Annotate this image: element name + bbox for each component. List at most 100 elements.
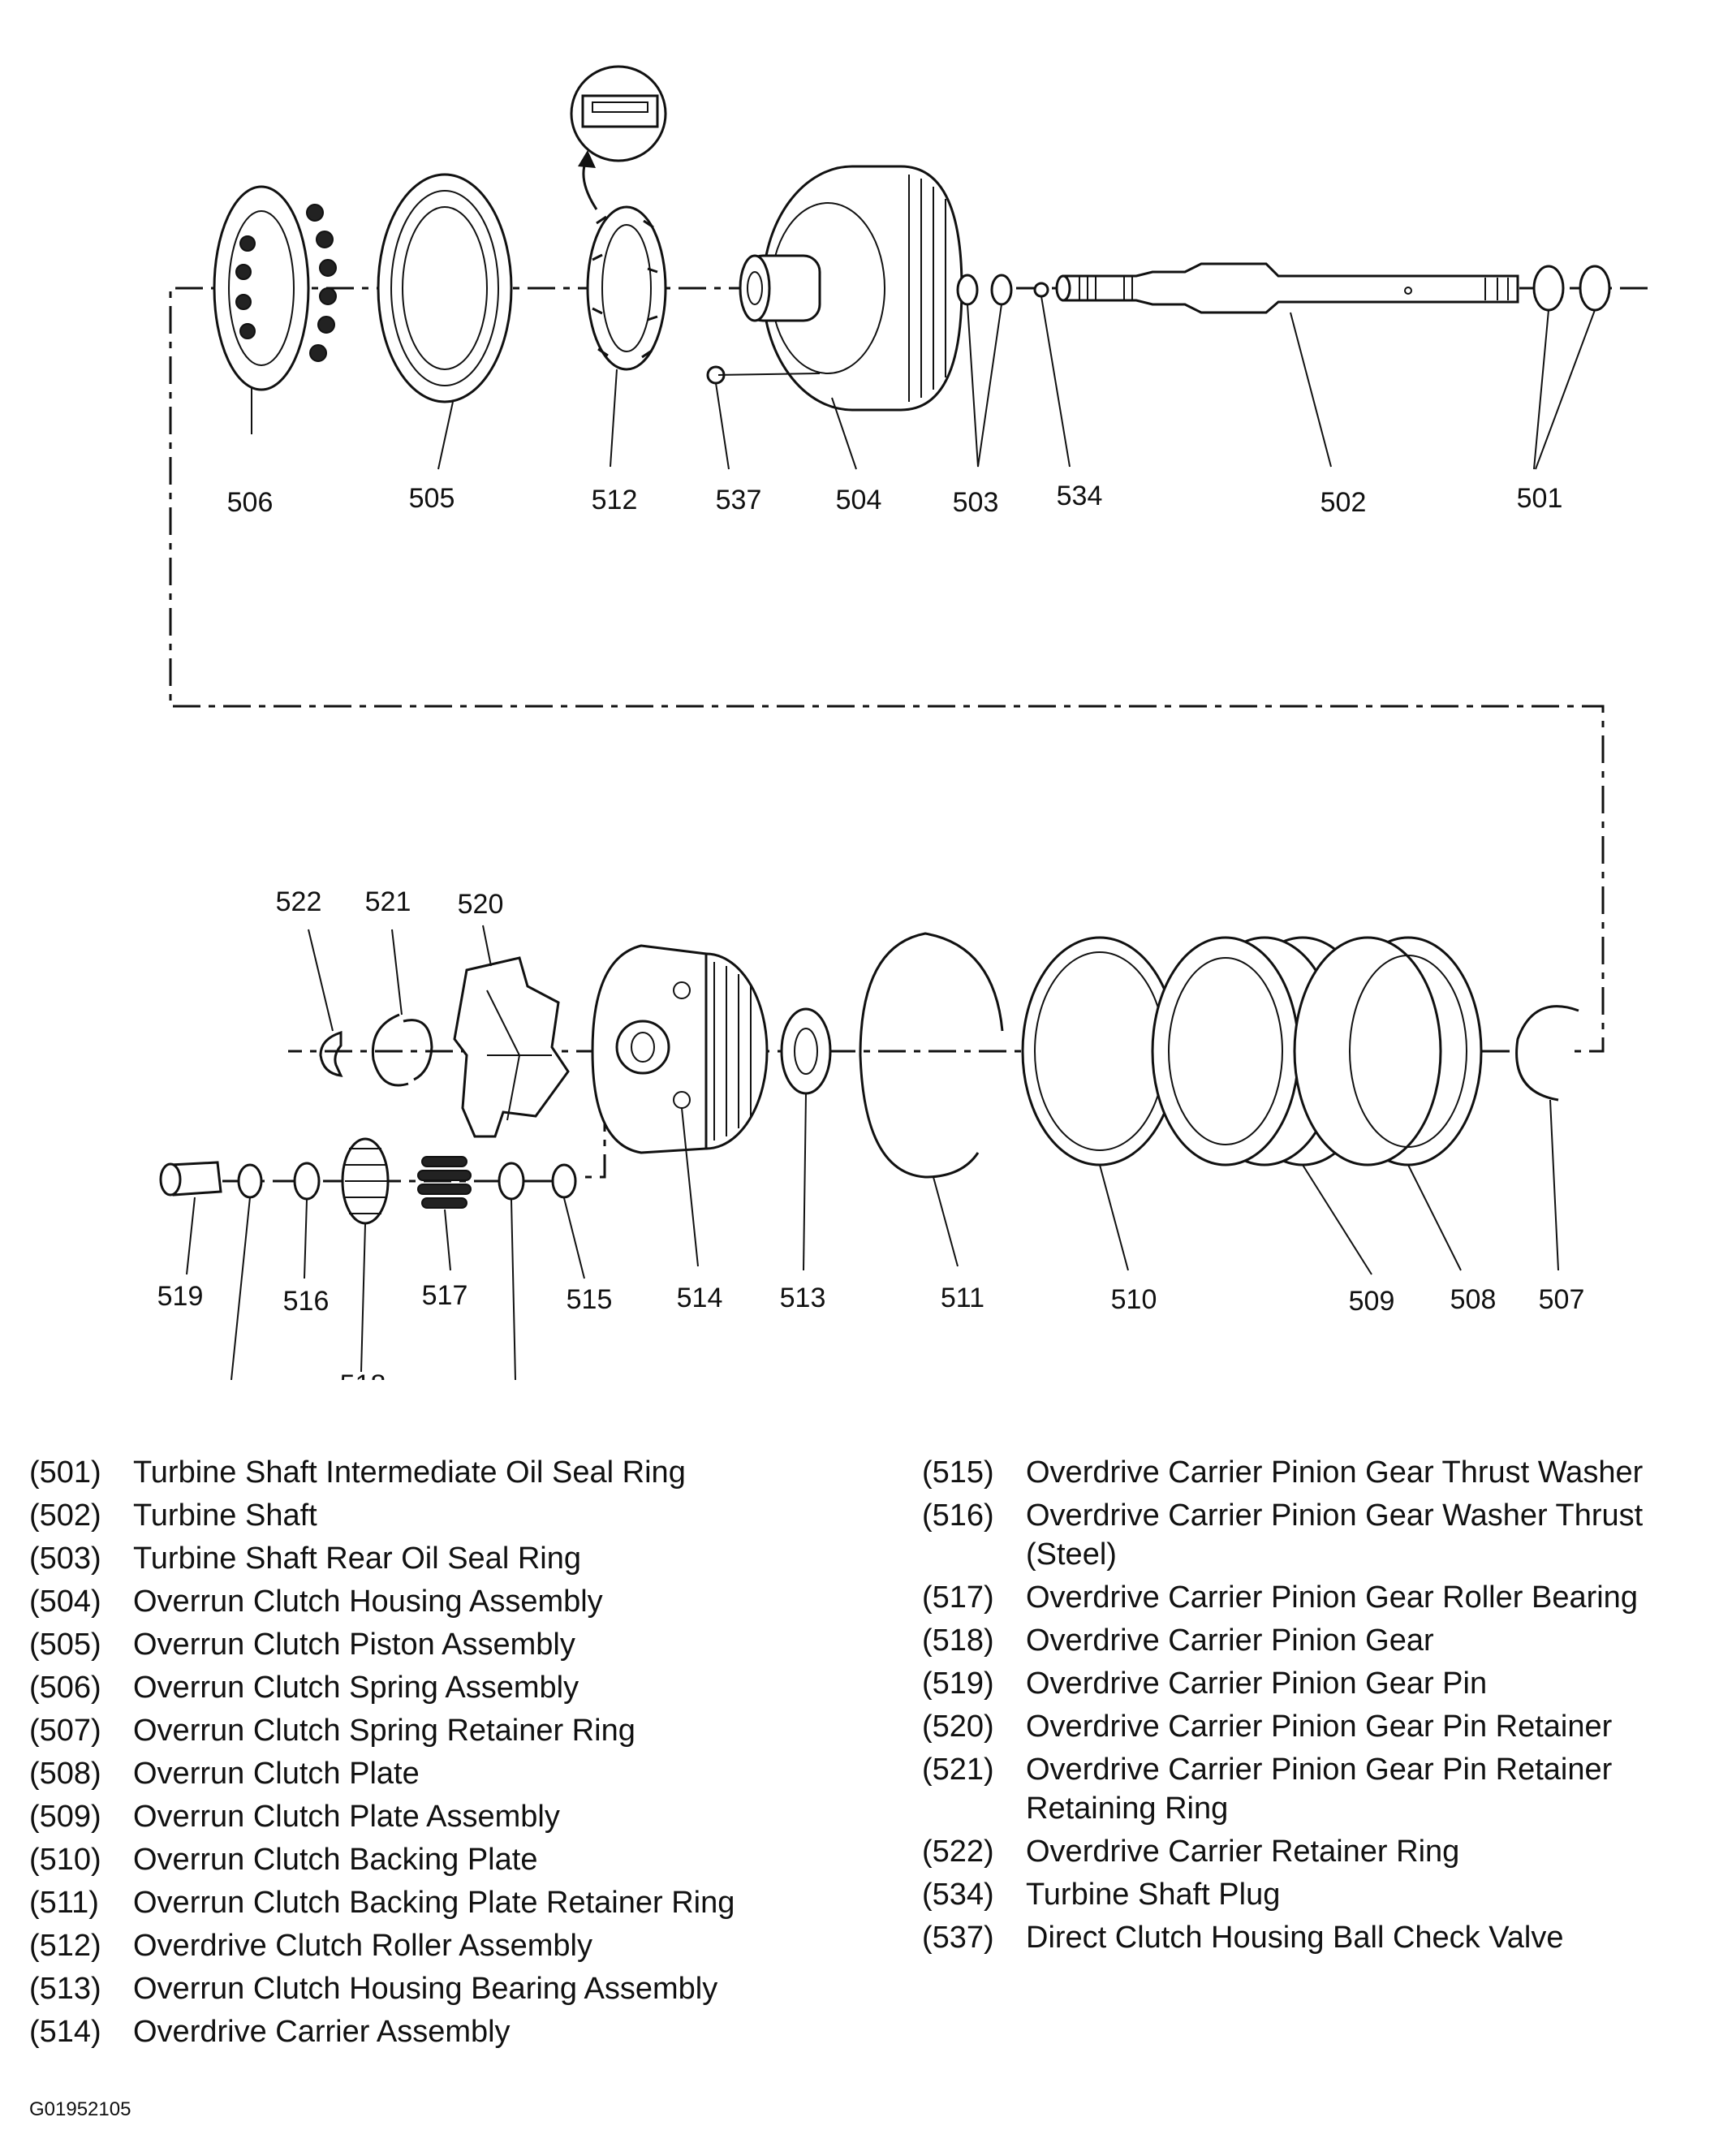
legend-description: Turbine Shaft [133,1498,317,1533]
callout-509: 509 [1349,1286,1395,1317]
legend-number: (507) [29,1714,101,1748]
legend-number: (514) [29,2015,101,2049]
callout-521: 521 [365,886,411,917]
parts-legend: (501)Turbine Shaft Intermediate Oil Seal… [0,1453,1719,2086]
legend-number: (510) [29,1843,101,1877]
legend-number: (501) [29,1455,101,1490]
legend-description: Overdrive Carrier Pinion Gear Roller Bea… [1026,1580,1638,1615]
legend-number: (537) [922,1921,994,1955]
callout-501: 501 [1517,483,1563,514]
callout-514: 514 [677,1283,723,1313]
callout-502: 502 [1320,487,1367,518]
legend-description: Overrun Clutch Housing Bearing Assembly [133,1972,718,2006]
legend-number: (522) [922,1835,994,1869]
pinion-gear-518 [341,1137,390,1225]
legend-description: Overdrive Carrier Pinion Gear [1026,1623,1434,1658]
legend-description: Overrun Clutch Piston Assembly [133,1628,575,1662]
legend-description: Turbine Shaft Rear Oil Seal Ring [133,1542,581,1576]
legend-number: (517) [922,1580,994,1615]
pinion-thrust-washer-515b [551,1163,577,1199]
legend-number: (505) [29,1628,101,1662]
legend-item: (537) Direct Clutch Housing Ball Check Va… [922,1918,1701,1957]
legend-number: (511) [29,1886,99,1920]
callout-537: 537 [716,485,762,515]
legend-item: (534) Turbine Shaft Plug [922,1875,1701,1914]
legend-number: (508) [29,1757,101,1791]
legend-description: Overdrive Carrier Pinion Gear Thrust Was… [1026,1455,1644,1490]
callout-506: 506 [227,487,274,518]
legend-item: (510) Overrun Clutch Backing Plate [29,1840,890,1879]
legend-item: (519) Overdrive Carrier Pinion Gear Pin [922,1664,1701,1703]
legend-number: (506) [29,1671,101,1705]
legend-item: (516) Overdrive Carrier Pinion Gear Washe… [922,1496,1701,1574]
legend-item: (520)Overdrive Carrier Pinion Gear Pin R… [922,1707,1701,1746]
pinion-roller-bearing-517 [417,1156,472,1209]
legend-number: (509) [29,1800,101,1834]
callout-522: 522 [276,886,322,917]
turbine-shaft-502 [1055,262,1519,314]
legend-item: (511) Overrun Clutch Backing Plate Retain… [29,1883,890,1922]
callout-518: 518 [340,1369,386,1380]
legend-description: Overrun Clutch Spring Assembly [133,1671,579,1705]
callout-labels: 506 505 512 537 504 503 534 502 501 522 … [157,481,1585,1380]
pinion-gear-pin-retainer-520 [453,956,570,1138]
legend-item: (522)Overdrive Carrier Retainer Ring [922,1832,1701,1871]
pinion-thrust-washer-515a [237,1163,263,1199]
callout-507: 507 [1539,1284,1585,1315]
overrun-clutch-housing-bearing-assembly-513 [780,1007,832,1095]
bottom-leader-lines [186,925,1559,1380]
legend-column-left: (501)Turbine Shaft Intermediate Oil Seal… [29,1453,890,2055]
overrun-clutch-spring-retainer-ring-507 [1515,1005,1579,1102]
callout-511: 511 [941,1283,984,1313]
legend-number: (518) [922,1623,994,1658]
legend-number: (512) [29,1929,101,1963]
pinion-washer-thrust-516a [293,1162,321,1201]
overdrive-carrier-retainer-ring-522 [319,1030,343,1077]
legend-description: Overdrive Carrier Pinion Gear Pin [1026,1667,1488,1701]
legend-description: Overrun Clutch Plate [133,1757,420,1791]
callout-510: 510 [1111,1284,1157,1315]
callout-512: 512 [592,485,638,515]
callout-515-lower: 515 [211,1376,257,1380]
legend-item: (505) Overrun Clutch Piston Assembly [29,1625,890,1664]
legend-item: (514) Overdrive Carrier Assembly [29,2012,890,2051]
pinion-washer-thrust-516b [498,1162,525,1201]
legend-item: (512)Overdrive Clutch Roller Assembly [29,1926,890,1965]
legend-description: Overrun Clutch Backing Plate Retainer Ri… [133,1886,735,1920]
legend-description: Overdrive Carrier Assembly [133,2015,511,2049]
turbine-shaft-plug-534 [1033,282,1049,298]
overdrive-carrier-assembly-514 [591,944,769,1154]
legend-number: (516) [922,1498,994,1533]
legend-description: Overrun Clutch Plate Assembly [133,1800,560,1834]
legend-number: (534) [922,1878,994,1912]
legend-item: (521)Overdrive Carrier Pinion Gear Pin R… [922,1750,1701,1828]
callout-519: 519 [157,1281,204,1312]
turbine-shaft-intermediate-oil-seal-ring-501 [1532,265,1611,312]
callout-508: 508 [1450,1284,1497,1315]
legend-item: (503)Turbine Shaft Rear Oil Seal Ring [29,1539,890,1578]
legend-item: (517) Overdrive Carrier Pinion Gear Rolle… [922,1578,1701,1617]
turbine-shaft-rear-oil-seal-ring-503 [956,274,1013,306]
figure-id: G01952105 [29,2098,131,2120]
legend-description: Direct Clutch Housing Ball Check Valve [1026,1921,1564,1955]
top-leader-lines [251,295,1596,470]
legend-description: Turbine Shaft Plug [1026,1878,1281,1912]
legend-description: Overdrive Carrier Pinion Gear Washer Thr… [1026,1498,1644,1572]
legend-column-right: (515)Overdrive Carrier Pinion Gear Thrus… [922,1453,1701,1961]
legend-item: (508) Overrun Clutch Plate [29,1754,890,1793]
legend-description: Overrun Clutch Housing Assembly [133,1585,603,1619]
overrun-clutch-plate-508 [1293,936,1483,1166]
callout-515-upper: 515 [567,1284,613,1315]
legend-item: (509) Overrun Clutch Plate Assembly [29,1797,890,1836]
callout-516-lower: 516 [494,1376,541,1380]
legend-description: Overrun Clutch Backing Plate [133,1843,538,1877]
legend-item: (518) Overdrive Carrier Pinion Gear [922,1621,1701,1660]
callout-516-upper: 516 [283,1286,330,1317]
callout-504: 504 [836,485,882,515]
pinion-gear-pin-retainer-retaining-ring-521 [371,1013,433,1087]
legend-number: (513) [29,1972,101,2006]
pinion-gear-pin-519 [159,1161,222,1197]
legend-item: (504)Overrun Clutch Housing Assembly [29,1582,890,1621]
legend-item: (513) Overrun Clutch Housing Bearing Asse… [29,1969,890,2008]
legend-number: (519) [922,1667,994,1701]
